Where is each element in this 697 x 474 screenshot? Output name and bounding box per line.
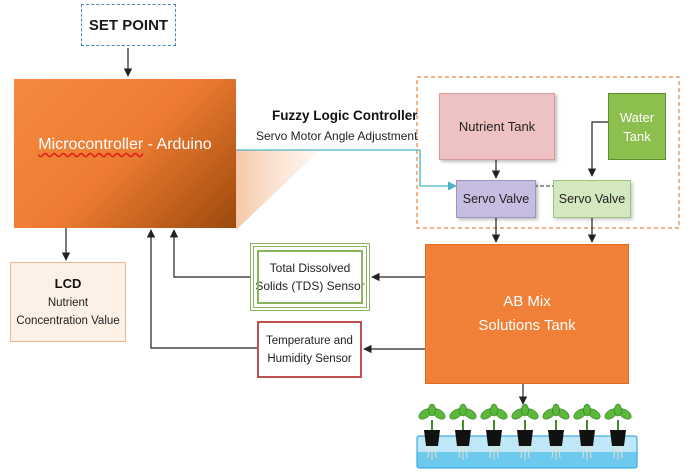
plant-icon	[542, 403, 570, 460]
water-tank-box: Water Tank	[608, 93, 666, 160]
water-tank-line1: Water	[619, 109, 655, 125]
temp-sensor-line1: Temperature and	[266, 334, 353, 347]
microcontroller-box	[14, 79, 236, 228]
nutrient-tank-label: Nutrient Tank	[458, 119, 536, 134]
microcontroller-label: Microcontroller - Arduino	[14, 128, 236, 162]
water-tank-line2: Tank	[623, 128, 651, 144]
plant-icon	[418, 403, 446, 460]
set-point-box: SET POINT	[81, 4, 176, 46]
temp-sensor-box: Temperature and Humidity Sensor	[257, 321, 362, 378]
servo-valve-2-label: Servo Valve	[558, 192, 626, 206]
tank-group-outline	[416, 76, 680, 229]
fuzzy-controller-title: Fuzzy Logic Controller	[272, 108, 418, 123]
arrow-tds-to-micro	[169, 229, 250, 278]
plant-icon	[604, 403, 632, 460]
plant-icon	[449, 403, 477, 460]
microcontroller-word: Microcontroller	[38, 136, 144, 153]
plant-icon	[480, 403, 508, 460]
servo-valve-2: Servo Valve	[553, 180, 631, 218]
lcd-title: LCD	[54, 276, 82, 291]
nutrient-tank-box: Nutrient Tank	[439, 93, 555, 160]
set-point-label: SET POINT	[88, 16, 169, 34]
plant-icon	[511, 403, 539, 460]
arrow-controller-to-valve	[236, 149, 457, 191]
microcontroller-shadow-wedge	[236, 150, 320, 230]
tds-sensor-line2: Solids (TDS) Sensor	[255, 279, 365, 293]
ab-mix-tank-box: AB Mix Solutions Tank	[425, 244, 629, 384]
plant-icon	[573, 403, 601, 460]
arduino-word: - Arduino	[143, 136, 212, 153]
temp-sensor-line2: Humidity Sensor	[267, 352, 352, 365]
ab-mix-line2: Solutions Tank	[478, 317, 576, 334]
ab-mix-line1: AB Mix	[503, 293, 551, 310]
fuzzy-controller-subtitle: Servo Motor Angle Adjustment	[256, 129, 418, 143]
servo-valve-1-label: Servo Valve	[462, 192, 530, 206]
tds-sensor-line1: Total Dissolved	[269, 261, 351, 275]
servo-valve-1: Servo Valve	[456, 180, 536, 218]
arrow-water-to-valve	[587, 121, 608, 177]
lcd-line1: Nutrient	[47, 297, 89, 309]
hydroponic-plants-illustration	[416, 403, 638, 469]
arrow-temp-to-micro	[146, 229, 257, 349]
lcd-box: LCD Nutrient Concentration Value	[10, 262, 126, 342]
lcd-line2: Concentration Value	[16, 315, 120, 327]
tds-sensor-box: Total Dissolved Solids (TDS) Sensor	[250, 243, 370, 311]
